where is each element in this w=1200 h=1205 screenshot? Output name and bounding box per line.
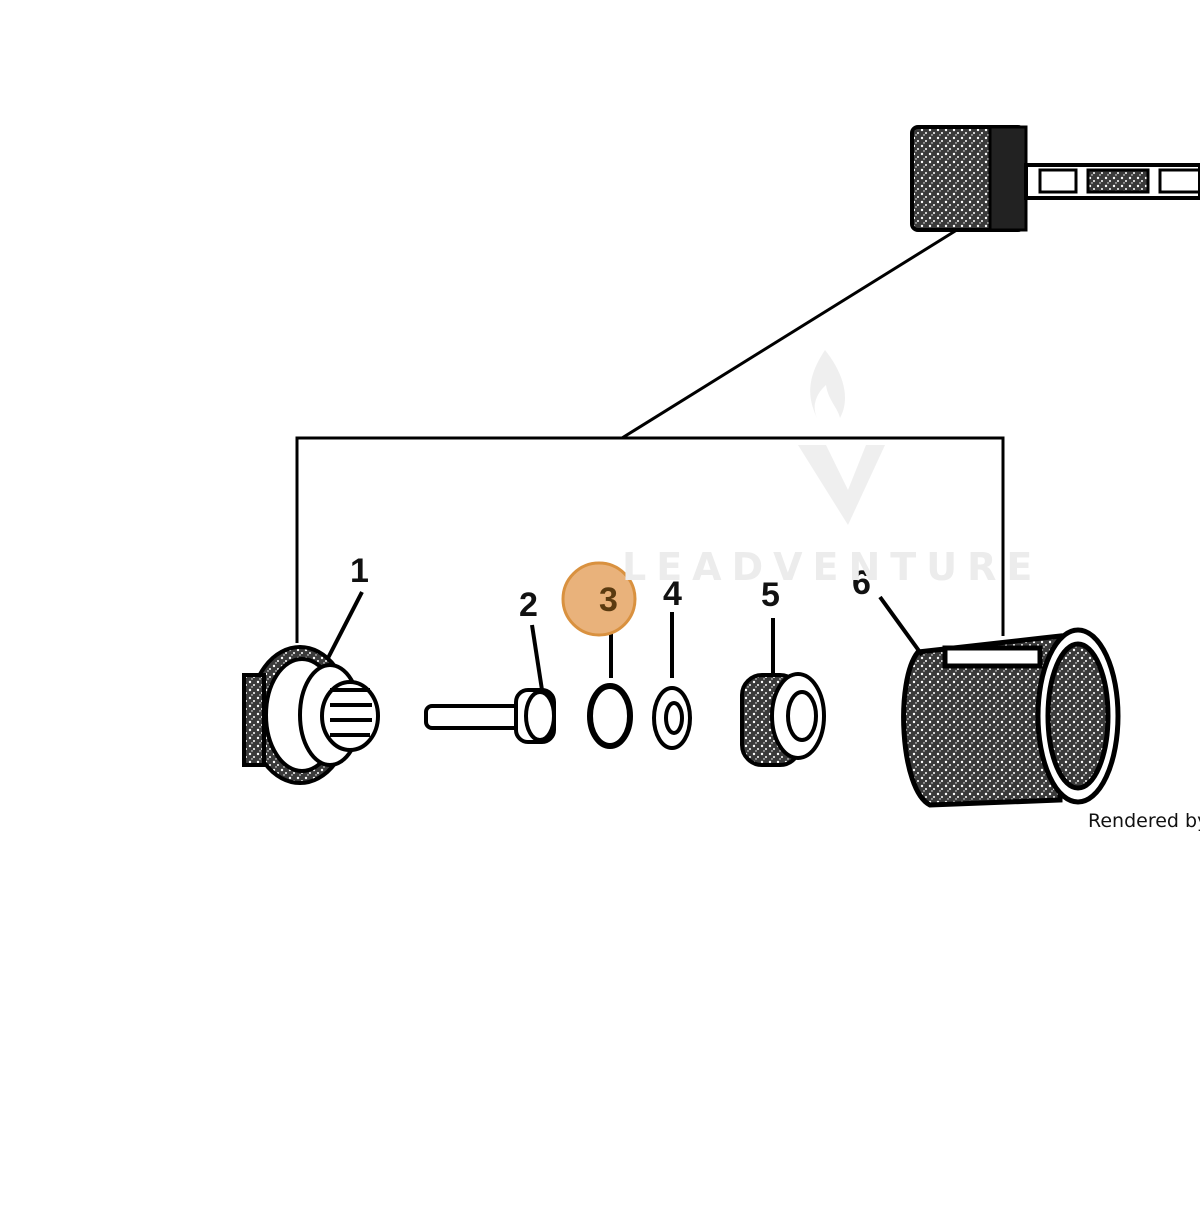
part-4-drawing bbox=[652, 686, 692, 750]
render-credit: Rendered by I bbox=[1088, 810, 1200, 832]
watermark-logo bbox=[798, 350, 885, 525]
part-5-drawing bbox=[740, 672, 826, 767]
part-2-drawing bbox=[424, 688, 556, 744]
part-3-drawing bbox=[587, 683, 633, 749]
part-6-drawing bbox=[901, 627, 1121, 808]
watermark-text: LEADVENTURE bbox=[622, 545, 1043, 589]
callout-leaders bbox=[325, 591, 924, 691]
assembly-bracket bbox=[295, 226, 1005, 643]
callout-2-label[interactable]: 2 bbox=[519, 586, 538, 624]
callout-6-label[interactable]: 6 bbox=[852, 564, 871, 602]
part-1-drawing bbox=[242, 645, 380, 785]
cable-assembly-drawing bbox=[910, 125, 1200, 232]
callout-3-label[interactable]: 3 bbox=[599, 581, 618, 619]
callout-1-label[interactable]: 1 bbox=[350, 552, 369, 590]
callout-4-label[interactable]: 4 bbox=[663, 575, 682, 613]
callout-5-label[interactable]: 5 bbox=[761, 576, 780, 614]
callout-3-highlight bbox=[561, 561, 637, 637]
